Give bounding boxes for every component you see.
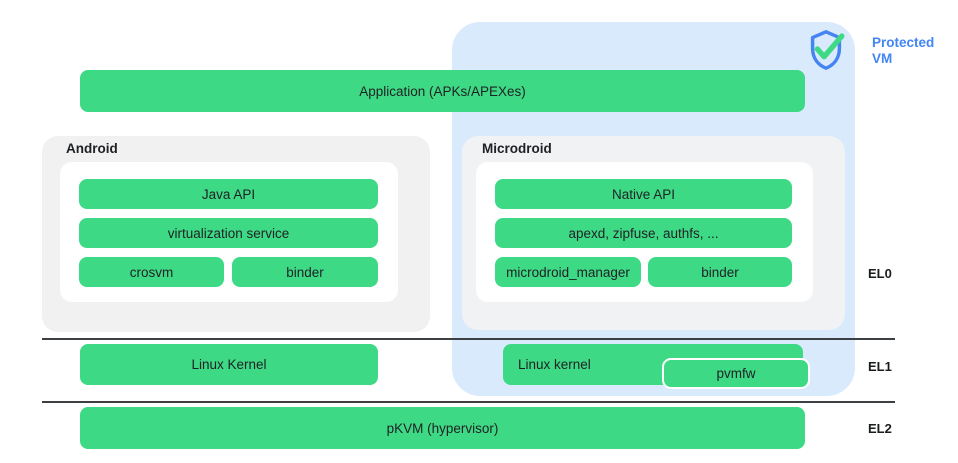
application-bar: Application (APKs/APEXes) — [80, 70, 805, 112]
el0-el1-divider — [42, 338, 895, 340]
el1-el2-divider — [42, 401, 895, 403]
pkvm-hypervisor-bar: pKVM (hypervisor) — [80, 407, 805, 449]
microdroid-title: Microdroid — [482, 141, 552, 156]
apexd-zipfuse-authfs-bar: apexd, zipfuse, authfs, ... — [495, 218, 792, 248]
microdroid-manager-bar: microdroid_manager — [495, 257, 641, 287]
android-title: Android — [66, 141, 118, 156]
el2-label: EL2 — [868, 421, 892, 436]
android-binder-bar: binder — [232, 257, 378, 287]
protected-vm-label: Protected VM — [872, 35, 935, 66]
el1-label: EL1 — [868, 359, 892, 374]
el0-label: EL0 — [868, 266, 892, 281]
java-api-bar: Java API — [79, 179, 378, 209]
shield-check-icon — [803, 26, 849, 74]
virtualization-service-bar: virtualization service — [79, 218, 378, 248]
linux-kernel-host-bar: Linux Kernel — [80, 344, 378, 385]
native-api-bar: Native API — [495, 179, 792, 209]
microdroid-binder-bar: binder — [648, 257, 792, 287]
pvmfw-bar: pvmfw — [662, 358, 810, 389]
crosvm-bar: crosvm — [79, 257, 224, 287]
